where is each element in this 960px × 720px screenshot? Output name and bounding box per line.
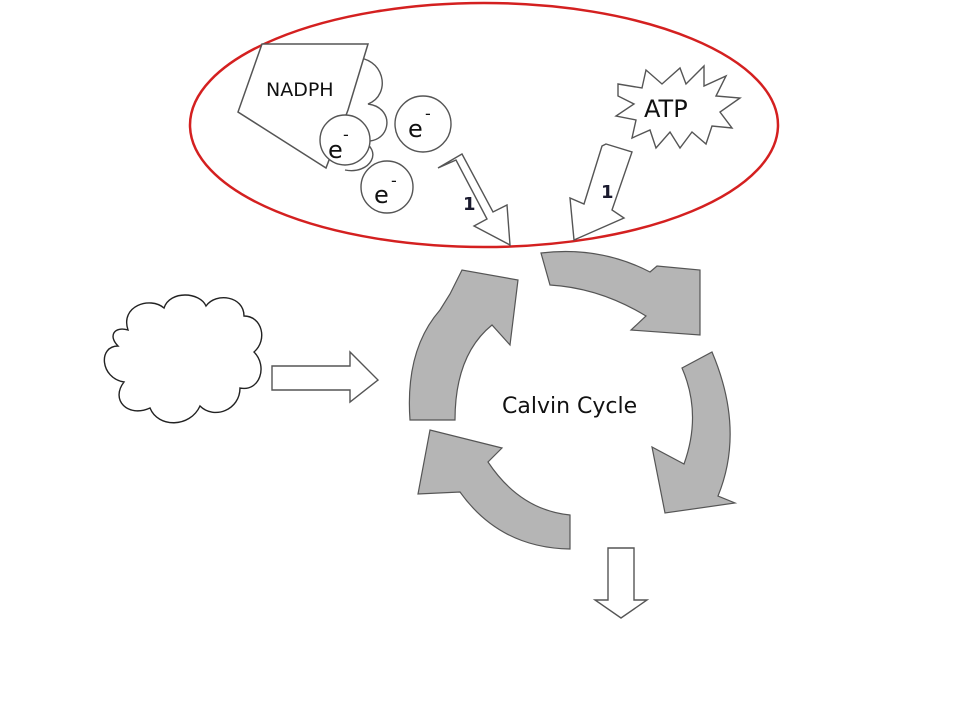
electron-charge: - <box>343 125 349 144</box>
electron-symbol: e <box>328 136 343 164</box>
nadph-to-cycle-arrow: 1 <box>437 153 511 247</box>
electron-symbol: e <box>408 115 423 143</box>
cloud-icon <box>103 294 263 424</box>
energy-carriers-highlight <box>188 1 780 249</box>
atp-to-cycle-arrow: 1 <box>569 143 633 242</box>
cycle-arrow-left <box>408 269 519 421</box>
electron-circle <box>319 114 371 166</box>
nadph-arrow-shape <box>437 153 511 247</box>
electron-symbol: e <box>374 181 389 209</box>
atp-arrow-count: 1 <box>601 182 614 203</box>
atp-starburst <box>614 64 742 150</box>
cycle-arrows <box>408 250 738 550</box>
cycle-arrow-top-right <box>540 250 701 336</box>
cycle-arrow-bottom-left <box>417 429 571 550</box>
nadph-label: NADPH <box>266 79 334 101</box>
electron-circle <box>394 95 452 153</box>
electron-3: e - <box>360 160 414 214</box>
electron-1: e - <box>319 114 371 166</box>
electron-charge: - <box>391 171 397 190</box>
atp-label: ATP <box>644 95 688 123</box>
nadph-arrow-count: 1 <box>463 194 476 215</box>
atp-arrow-shape <box>569 143 633 242</box>
electron-circle <box>360 160 414 214</box>
cycle-arrow-right <box>651 351 738 514</box>
cycle-title: Calvin Cycle <box>502 394 637 419</box>
right-arrow-icon <box>271 350 380 404</box>
atp-carrier: ATP <box>614 64 742 150</box>
down-arrow-icon <box>592 547 650 619</box>
electron-2: e - <box>394 95 452 153</box>
cloud-outline <box>103 294 263 424</box>
electron-charge: - <box>425 104 431 123</box>
